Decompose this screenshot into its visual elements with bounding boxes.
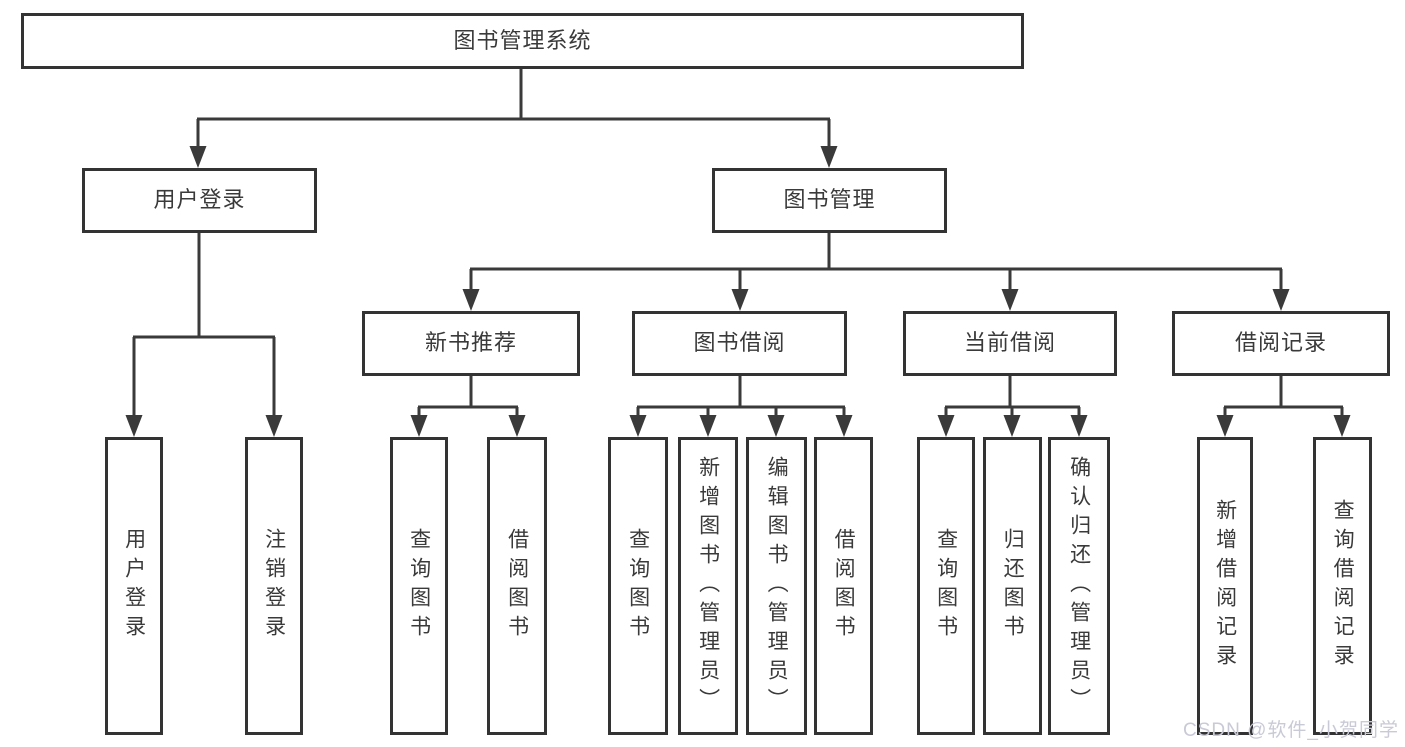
leaf-query-books-borrowing: 查询图书 bbox=[608, 437, 668, 735]
leaf-add-borrow-record: 新增借阅记录 bbox=[1197, 437, 1253, 735]
leaf-confirm-return-admin: 确认归还（管理员） bbox=[1048, 437, 1110, 735]
node-current-borrowing: 当前借阅 bbox=[903, 311, 1117, 376]
leaf-query-borrow-record: 查询借阅记录 bbox=[1313, 437, 1372, 735]
arrowheads bbox=[125, 146, 1351, 437]
node-book-management: 图书管理 bbox=[712, 168, 947, 233]
leaf-logout: 注销登录 bbox=[245, 437, 303, 735]
node-user-login: 用户登录 bbox=[82, 168, 317, 233]
leaf-borrow-books-borrowing: 借阅图书 bbox=[814, 437, 873, 735]
csdn-watermark: CSDN @软件_小贺同学 bbox=[1183, 720, 1399, 741]
leaf-query-books-current: 查询图书 bbox=[917, 437, 975, 735]
leaf-user-login: 用户登录 bbox=[105, 437, 163, 735]
node-new-book-recommend: 新书推荐 bbox=[362, 311, 580, 376]
leaf-return-books: 归还图书 bbox=[983, 437, 1042, 735]
node-book-borrowing: 图书借阅 bbox=[632, 311, 847, 376]
leaf-edit-book-admin: 编辑图书（管理员） bbox=[746, 437, 807, 735]
leaf-query-books-recommend: 查询图书 bbox=[390, 437, 448, 735]
node-library-management-system: 图书管理系统 bbox=[21, 13, 1024, 69]
leaf-add-book-admin: 新增图书（管理员） bbox=[678, 437, 738, 735]
node-borrowing-records: 借阅记录 bbox=[1172, 311, 1390, 376]
leaf-borrow-books-recommend: 借阅图书 bbox=[487, 437, 547, 735]
